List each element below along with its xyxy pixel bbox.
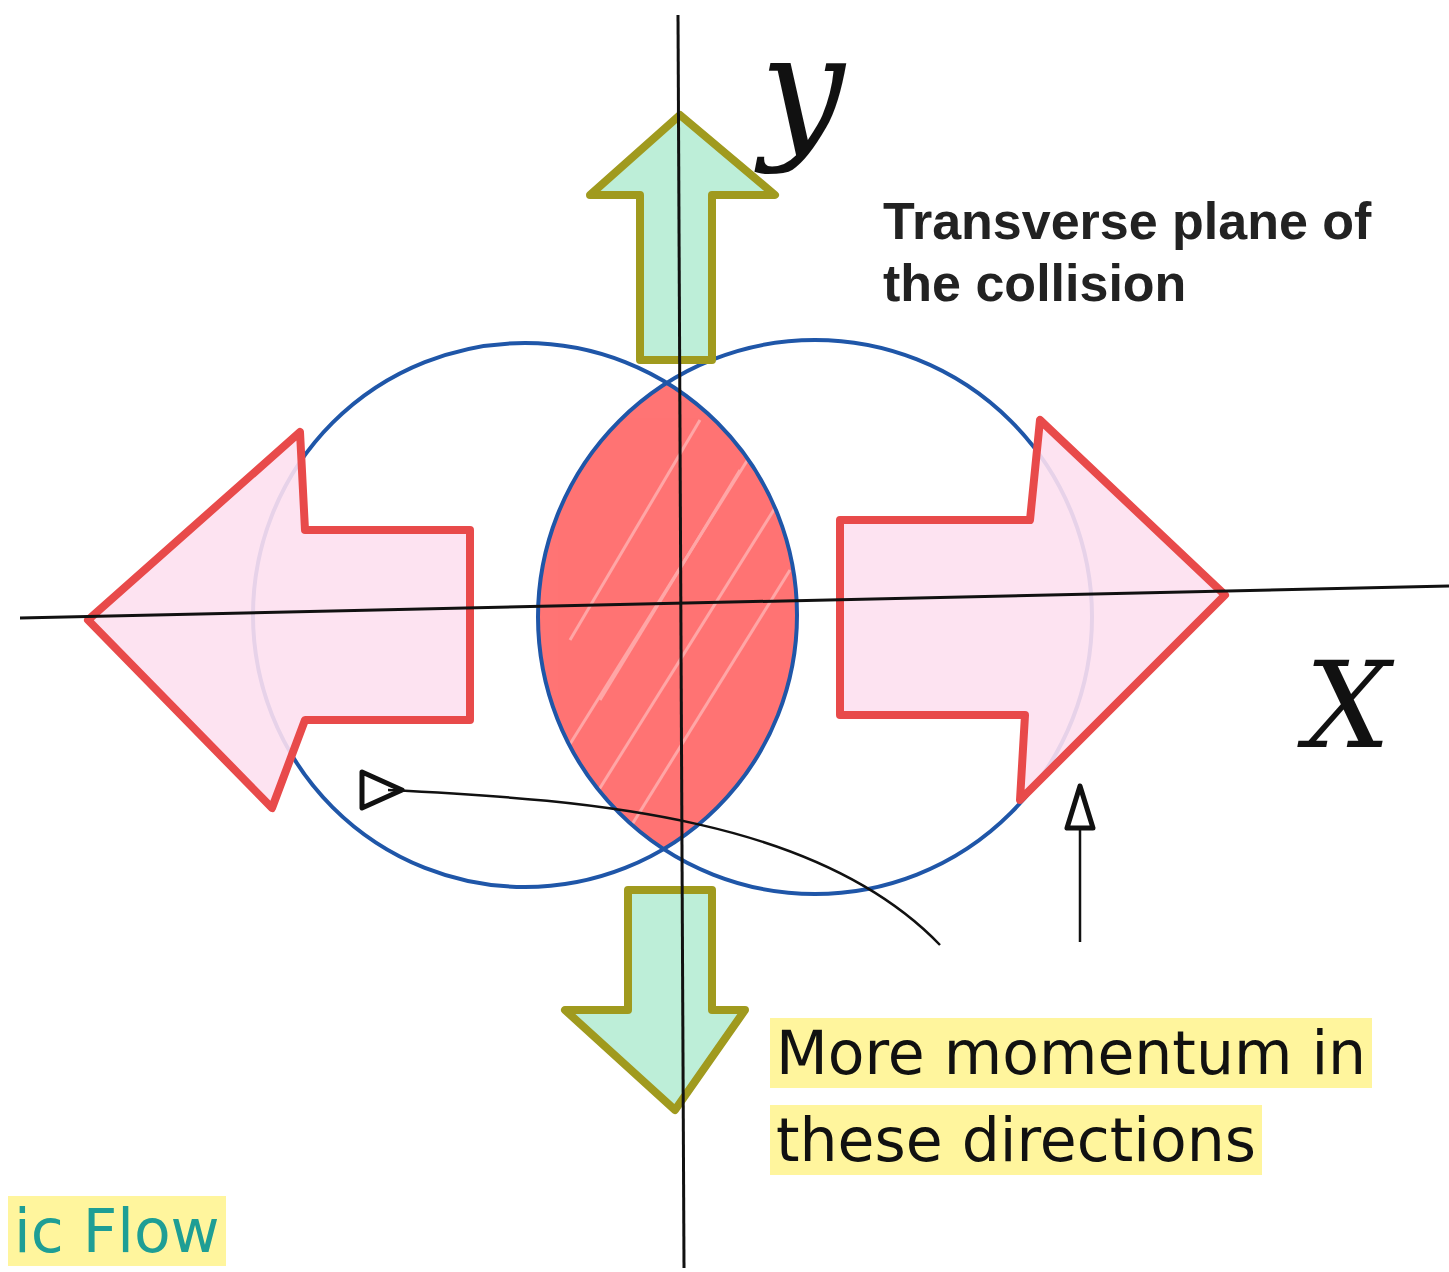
leader-line xyxy=(1079,830,1082,942)
annotation-note: More momentum in these directions xyxy=(770,1018,1372,1175)
out-of-plane-arrow xyxy=(565,890,745,1110)
overlap-hatch xyxy=(560,420,790,860)
in-plane-arrow xyxy=(840,420,1225,800)
slide-title-fragment-box: ic Flow xyxy=(8,1195,428,1267)
axis-label-box: y xyxy=(760,7,960,172)
leader-arrowhead xyxy=(362,772,402,808)
plot-heading-box: Transverse plane of the collision xyxy=(883,190,1403,315)
leader-arrowhead xyxy=(1067,786,1093,828)
y-axis xyxy=(678,15,684,1268)
axis-label: y xyxy=(760,2,845,176)
annotation-note-box: More momentum in these directions xyxy=(770,1010,1410,1184)
axis-label: X xyxy=(1305,636,1390,775)
x-axis xyxy=(20,586,1449,618)
leader-line xyxy=(388,790,940,945)
axis-label-box: X xyxy=(1305,640,1435,772)
plot-heading: Transverse plane of the collision xyxy=(883,192,1371,312)
out-of-plane-arrow xyxy=(590,115,775,360)
slide-title-fragment: ic Flow xyxy=(8,1196,226,1266)
in-plane-arrow xyxy=(88,432,470,808)
